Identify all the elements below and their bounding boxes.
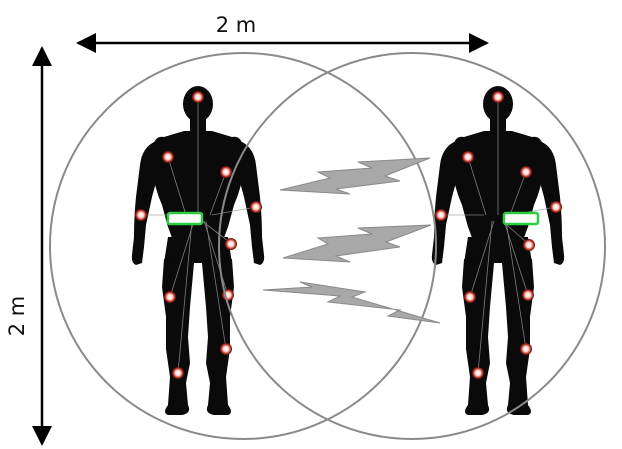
belt-hub	[168, 213, 202, 224]
vertical-dimension-label: 2 m	[5, 296, 29, 337]
signal-bolt-top	[280, 158, 430, 194]
belt-hub	[504, 213, 538, 224]
person-right	[432, 86, 564, 415]
signal-bolt-middle	[283, 225, 431, 262]
horizontal-dimension-label: 2 m	[216, 13, 257, 37]
range-circle-right	[219, 53, 605, 439]
person-left	[132, 86, 264, 415]
signal-bolt-bottom	[263, 282, 440, 323]
